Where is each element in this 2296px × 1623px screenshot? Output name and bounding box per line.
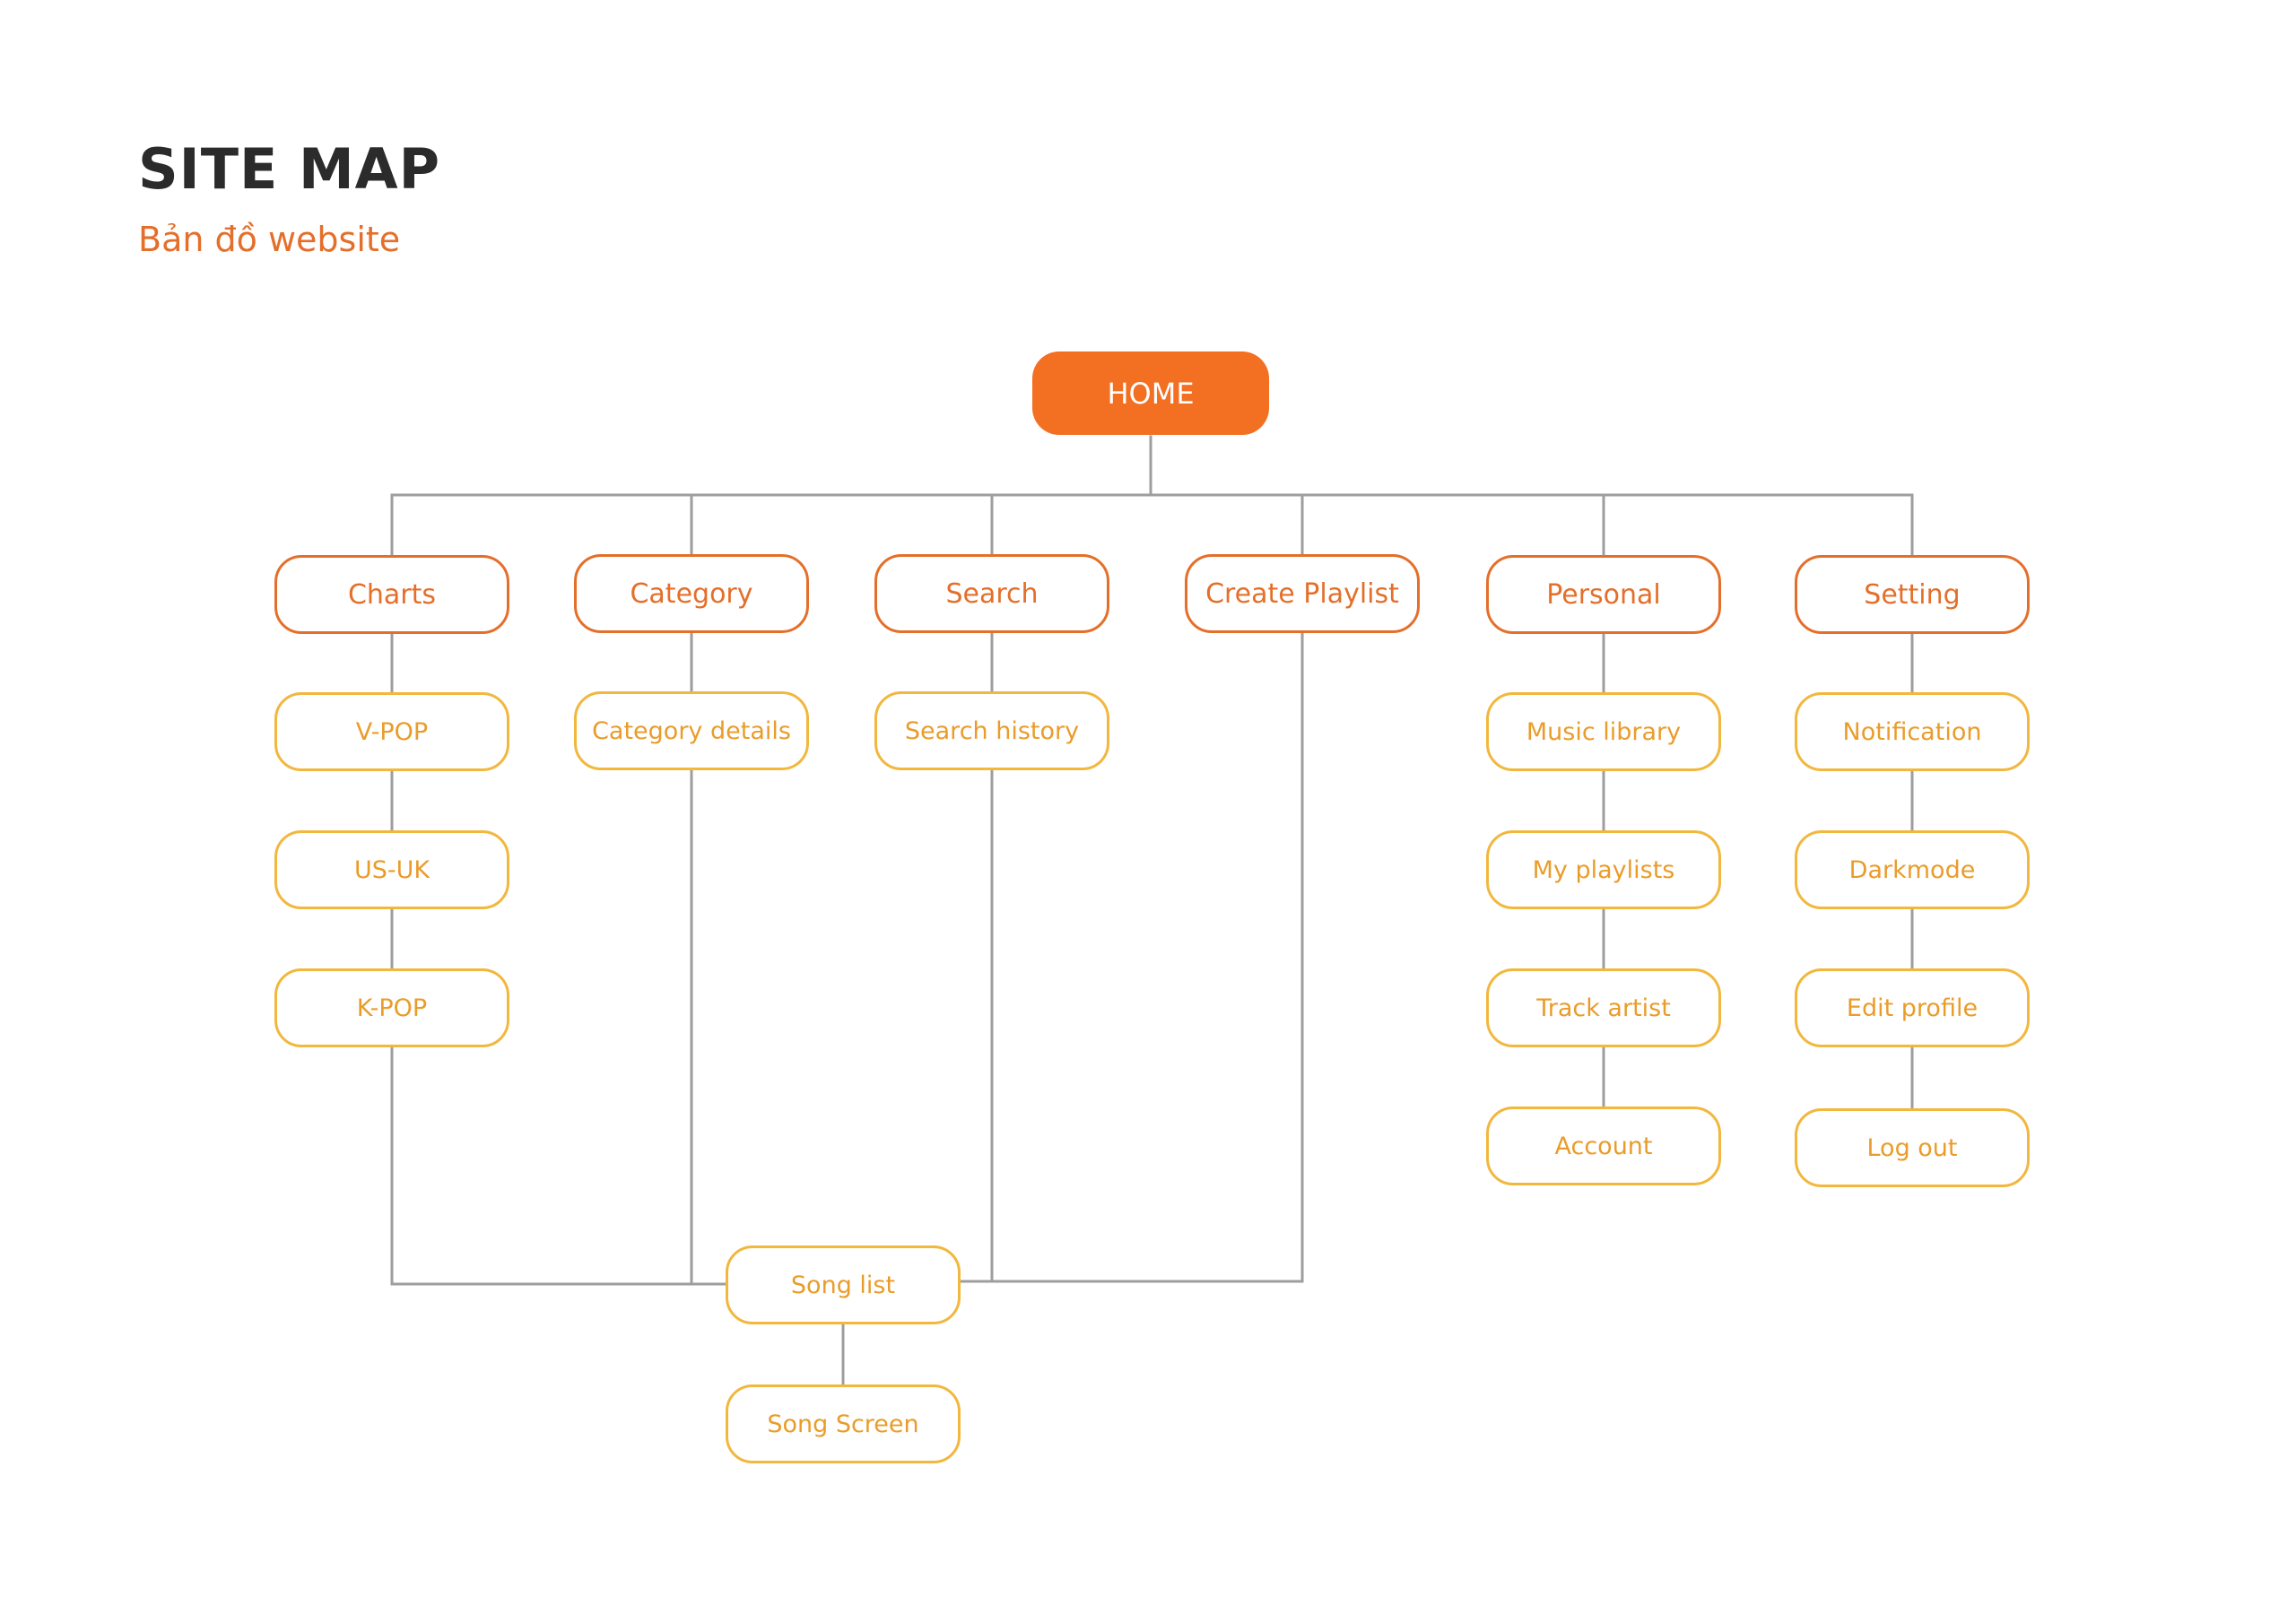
node-setting[interactable]: Setting [1795,555,2030,634]
node-personal[interactable]: Personal [1486,555,1721,634]
node-search[interactable]: Search [874,554,1109,633]
page-title: SITE MAP [138,136,441,202]
node-song-list[interactable]: Song list [726,1245,961,1324]
node-vpop[interactable]: V-POP [274,692,509,771]
node-log-out[interactable]: Log out [1795,1108,2030,1187]
node-music-library[interactable]: Music library [1486,692,1721,771]
node-darkmode[interactable]: Darkmode [1795,830,2030,909]
node-home[interactable]: HOME [1032,352,1269,435]
node-account[interactable]: Account [1486,1107,1721,1185]
node-track-artist[interactable]: Track artist [1486,968,1721,1047]
node-song-screen[interactable]: Song Screen [726,1384,961,1463]
node-charts[interactable]: Charts [274,555,509,634]
node-edit-profile[interactable]: Edit profile [1795,968,2030,1047]
node-category[interactable]: Category [574,554,809,633]
node-kpop[interactable]: K-POP [274,968,509,1047]
node-usuk[interactable]: US-UK [274,830,509,909]
node-my-playlists[interactable]: My playlists [1486,830,1721,909]
page-subtitle: Bản đồ website [138,220,401,259]
node-notification[interactable]: Notification [1795,692,2030,771]
node-create-playlist[interactable]: Create Playlist [1185,554,1420,633]
node-search-history[interactable]: Search history [874,691,1109,770]
node-category-details[interactable]: Category details [574,691,809,770]
